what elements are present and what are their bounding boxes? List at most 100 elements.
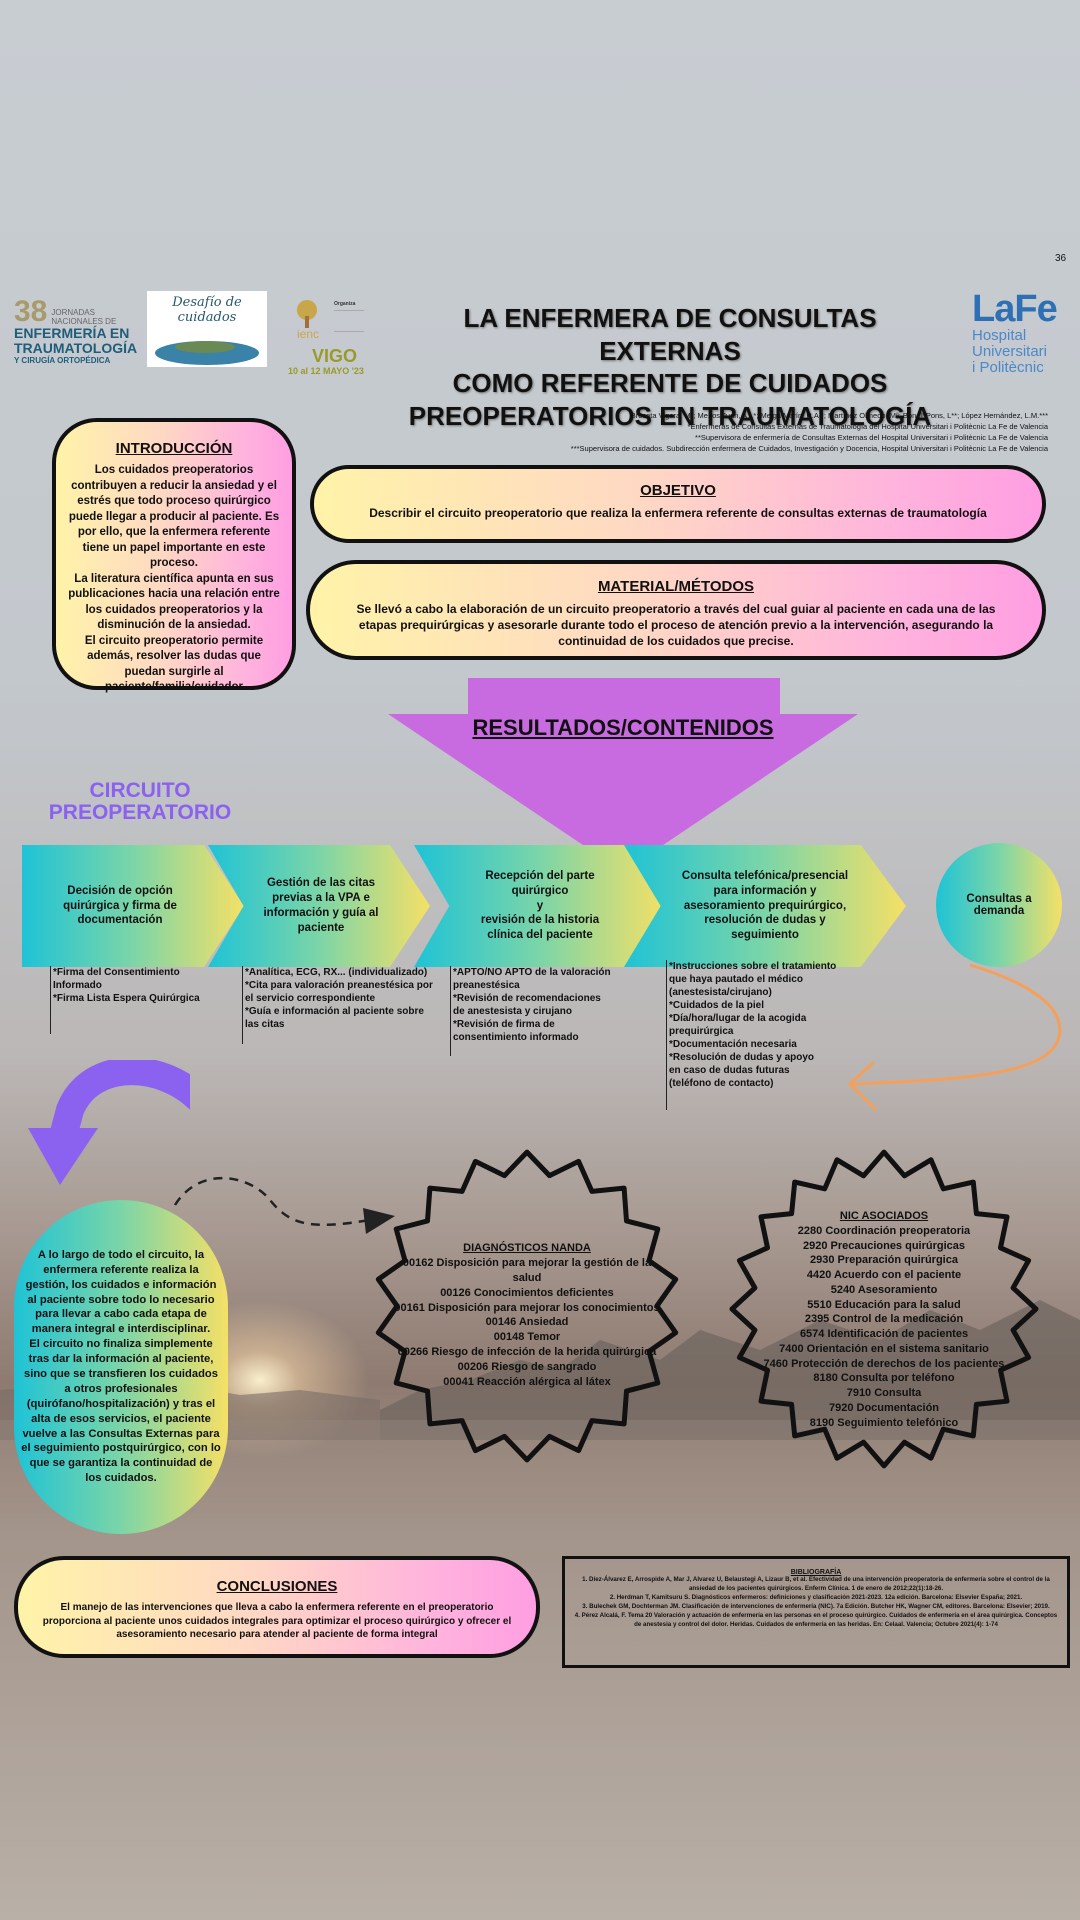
desafio-logo: Desafío de cuidados	[147, 291, 267, 367]
nic-item: 2920 Precauciones quirúrgicas	[802, 1239, 966, 1252]
organiza-logo: Organiza ienc VIGO 10 al 12 MAYO '23	[288, 298, 368, 380]
nic-list: 2280 Coordinación preoperatoria 2920 Prec…	[748, 1224, 1020, 1430]
lafe-line2: Universitari	[972, 343, 1048, 360]
material-box: MATERIAL/MÉTODOS Se llevó a cabo la elab…	[306, 560, 1046, 660]
city-label: VIGO	[312, 346, 358, 366]
objetivo-text: Describir el circuito preoperatorio que …	[369, 506, 987, 520]
title-line3: PREOPERATORIOS EN TRAUMATOLOGÍA	[408, 400, 932, 431]
jornadas-line4: TRAUMATOLOGÍA	[14, 340, 138, 356]
step-3: Recepción del parte quirúrgico y revisió…	[414, 845, 666, 967]
nic-item: 7920 Documentación	[828, 1401, 940, 1414]
desafio-logo-text: Desafío de cuidados	[172, 295, 242, 325]
nic-item: 2395 Control de la medicación	[804, 1313, 964, 1326]
nic-starburst	[729, 1149, 1039, 1469]
tree-icon: ienc	[297, 300, 319, 340]
step-1-label: Decisión de opción quirúrgica y firma de…	[63, 884, 177, 927]
material-text: Se llevó a cabo la elaboración de un cir…	[356, 602, 996, 649]
nanda-starburst	[375, 1149, 679, 1463]
purple-curved-arrow-icon	[28, 1060, 190, 1185]
conclusiones-text: El manejo de las intervenciones que llev…	[42, 1602, 512, 1640]
nic-item: 5240 Asesoramiento	[830, 1283, 938, 1296]
jornadas-line5: Y CIRUGÍA ORTOPÉDICA	[14, 356, 111, 365]
jornadas-line1: JORNADAS	[51, 308, 95, 317]
material-title: MATERIAL/MÉTODOS	[597, 578, 755, 595]
nic-item: 4420 Acuerdo con el paciente	[806, 1269, 962, 1282]
intro-box: INTRODUCCIÓN Los cuidados preoperatorios…	[52, 418, 296, 693]
bibliografia-box: BIBLIOGRAFÍA 1. Díez-Álvarez E, Arrospid…	[562, 1556, 1070, 1668]
lafe-line1: Hospital	[972, 327, 1027, 344]
circuito-title: CIRCUITO PREOPERATORIO	[40, 780, 240, 824]
nanda-item: 00041 Reacción alérgica al látex	[443, 1375, 611, 1388]
nanda-item: 00206 Riesgo de sangrado	[457, 1360, 597, 1373]
bibliografia-item: 1. Díez-Álvarez E, Arrospide A, Mar J, A…	[582, 1576, 1050, 1592]
bibliografia-list: 1. Díez-Álvarez E, Arrospide A, Mar J, A…	[573, 1576, 1059, 1630]
lafe-line3: i Politècnic	[972, 359, 1044, 376]
nanda-content: DIAGNÓSTICOS NANDA 00162 Disposición par…	[392, 1242, 662, 1390]
nic-item: 6574 Identificación de pacientes	[799, 1328, 969, 1341]
step-2-label: Gestión de las citas previas a la VPA e …	[263, 877, 379, 934]
title-line1: LA ENFERMERA DE CONSULTAS EXTERNAS	[463, 303, 877, 366]
nanda-item: 00126 Conocimientos deficientes	[440, 1286, 614, 1299]
nanda-item: 00266 Riesgo de infección de la herida q…	[397, 1346, 657, 1359]
nanda-item: 00148 Temor	[493, 1331, 561, 1344]
return-arrow-icon	[847, 963, 1062, 1112]
bibliografia-item: 4. Pérez Alcalá, F. Tema 20 Valoración y…	[574, 1611, 1058, 1628]
step-4: Consulta telefónica/presencial para info…	[624, 845, 906, 967]
nanda-item: 00146 Ansiedad	[485, 1316, 569, 1329]
resultados-title: RESULTADOS/CONTENIDOS	[472, 715, 774, 740]
authors-block: Broseta Vigara, Mª; Merlos Juan, A.I.*; …	[520, 411, 1048, 455]
nic-item: 8190 Seguimiento telefónico	[809, 1416, 959, 1429]
step-2-notes: *Analítica, ECG, RX... (individualizado)…	[242, 966, 440, 1044]
dates-label: 10 al 12 MAYO '23	[288, 366, 364, 376]
lafe-la: La	[972, 288, 1015, 330]
step-3-notes: *APTO/NO APTO de la valoración preanesté…	[450, 966, 615, 1056]
circuito-line1: CIRCUITO	[89, 779, 191, 802]
step-1-notes: *Firma del Consentimiento Informado *Fir…	[50, 966, 203, 1034]
circuit-summary-text: A lo largo de todo el circuito, la enfer…	[21, 1248, 221, 1485]
lafe-fe: Fe	[1014, 288, 1057, 330]
step-4-label: Consulta telefónica/presencial para info…	[681, 869, 849, 942]
starburst-outline	[375, 1149, 679, 1463]
page-number: 36	[1055, 253, 1067, 264]
resultados-arrow	[388, 678, 858, 872]
circuito-line2: PREOPERATORIO	[48, 801, 232, 824]
dashed-arrow-icon	[173, 1176, 395, 1234]
nic-title: NIC ASOCIADOS	[839, 1210, 929, 1222]
consultas-demanda-circle: Consultas a demanda	[936, 843, 1062, 967]
nanda-item: 00162 Disposición para mejorar la gestió…	[402, 1257, 652, 1284]
nanda-item: 00161 Disposición para mejorar los conoc…	[394, 1301, 660, 1314]
consultas-demanda-label: Consultas a demanda	[966, 893, 1032, 917]
nic-item: 2280 Coordinación preoperatoria	[797, 1225, 971, 1237]
circuit-summary-pill: A lo largo de todo el circuito, la enfer…	[14, 1200, 228, 1534]
title-line2: COMO REFERENTE DE CUIDADOS	[452, 368, 888, 398]
bibliografia-title: BIBLIOGRAFÍA	[790, 1569, 842, 1576]
objetivo-title: OBJETIVO	[640, 482, 716, 499]
lafe-logo: LaFe Hospital Universitari i Politècnic	[972, 290, 1072, 388]
step-1: Decisión de opción quirúrgica y firma de…	[22, 845, 244, 967]
authors: Broseta Vigara, Mª; Merlos Juan, A.I.*; …	[630, 411, 1048, 420]
affiliation-1: *Enfermeras de Consultas Externas de Tra…	[687, 421, 1048, 431]
nic-item: 8180 Consulta por teléfono	[813, 1372, 955, 1385]
nanda-title: DIAGNÓSTICOS NANDA	[463, 1242, 591, 1254]
bibliografia-item: 3. Bulechek GM, Dochterman JM. Clasifica…	[582, 1602, 1050, 1610]
nic-item: 5510 Educación para la salud	[807, 1298, 961, 1311]
jornadas-number: 38	[14, 295, 48, 328]
nanda-list: 00162 Disposición para mejorar la gestió…	[392, 1256, 662, 1390]
svg-text:ienc: ienc	[297, 327, 319, 340]
jornadas-logo: 38 JORNADAS NACIONALES DE ENFERMERÍA EN …	[14, 295, 139, 368]
conclusiones-box: CONCLUSIONES El manejo de las intervenci…	[14, 1556, 540, 1658]
nic-item: 2930 Preparación quirúrgica	[810, 1254, 958, 1267]
organiza-label: Organiza	[334, 301, 356, 307]
starburst-outline	[729, 1149, 1039, 1469]
step-2: Gestión de las citas previas a la VPA e …	[208, 845, 430, 967]
jornadas-line2: NACIONALES DE	[51, 317, 117, 326]
nic-item: 7910 Consulta	[846, 1387, 922, 1400]
nic-item: 7400 Orientación en el sistema sanitario	[779, 1342, 989, 1355]
intro-title: INTRODUCCIÓN	[115, 440, 233, 457]
conclusiones-title: CONCLUSIONES	[216, 1578, 338, 1595]
nic-content: NIC ASOCIADOS 2280 Coordinación preopera…	[748, 1210, 1020, 1430]
jornadas-line3: ENFERMERÍA EN	[14, 325, 130, 341]
poster-title: LA ENFERMERA DE CONSULTAS EXTERNAS COMO …	[390, 302, 950, 432]
step-4-notes: *Instrucciones sobre el tratamiento que …	[666, 960, 844, 1110]
intro-text: Los cuidados preoperatorios contribuyen …	[68, 464, 280, 694]
